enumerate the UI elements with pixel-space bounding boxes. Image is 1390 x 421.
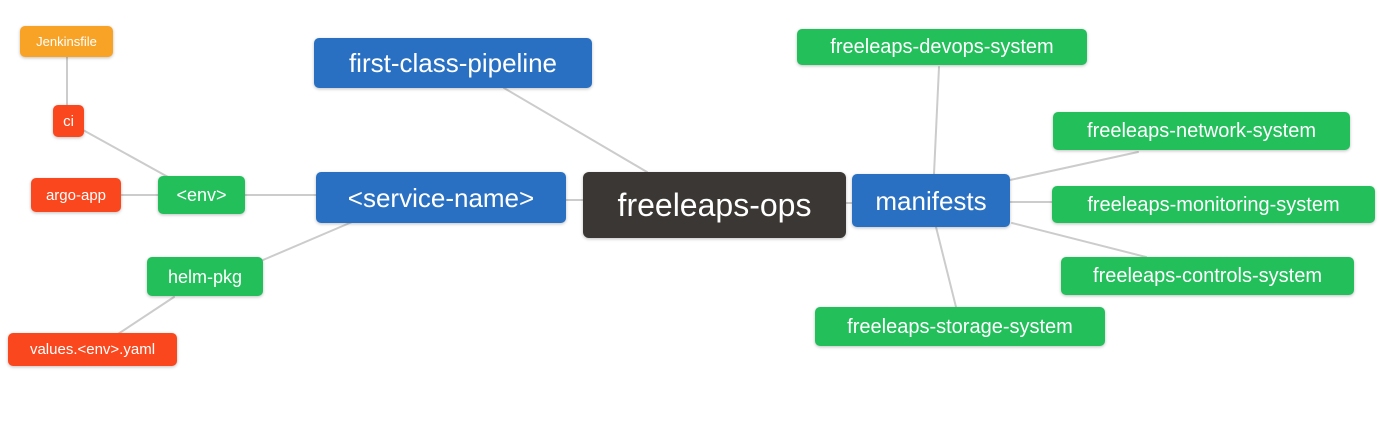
- edge-manifests-devops: [933, 66, 940, 175]
- node-freeleaps-storage-system[interactable]: freeleaps-storage-system: [815, 307, 1105, 346]
- node-freeleaps-network-system[interactable]: freeleaps-network-system: [1053, 112, 1350, 150]
- edge-env-ci: [82, 129, 169, 178]
- node-label: argo-app: [45, 186, 107, 204]
- node-label: freeleaps-ops: [617, 187, 812, 223]
- node-freeleaps-controls-system[interactable]: freeleaps-controls-system: [1061, 257, 1354, 295]
- node-argo-app[interactable]: argo-app: [31, 178, 121, 212]
- node-label: freeleaps-storage-system: [847, 315, 1073, 338]
- node-env[interactable]: <env>: [158, 176, 245, 214]
- node-ci[interactable]: ci: [53, 105, 84, 137]
- edge-manifests-controls: [1011, 222, 1147, 258]
- node-freeleaps-ops-root[interactable]: freeleaps-ops: [583, 172, 846, 238]
- edge-manifests-network: [1009, 151, 1139, 181]
- edge-service-name-helm-pkg: [262, 221, 353, 261]
- node-label: freeleaps-network-system: [1087, 120, 1316, 142]
- node-first-class-pipeline[interactable]: first-class-pipeline: [314, 38, 592, 88]
- node-freeleaps-monitoring-system[interactable]: freeleaps-monitoring-system: [1052, 186, 1375, 223]
- node-helm-pkg[interactable]: helm-pkg: [147, 257, 263, 296]
- edge-ops-first-class-pipeline: [503, 87, 648, 173]
- edge-helm-pkg-values: [117, 296, 175, 335]
- node-label: manifests: [875, 185, 987, 216]
- node-label: <env>: [176, 185, 227, 205]
- node-service-name[interactable]: <service-name>: [316, 172, 566, 223]
- node-label: freeleaps-devops-system: [830, 36, 1054, 58]
- node-manifests[interactable]: manifests: [852, 174, 1010, 227]
- node-label: <service-name>: [347, 182, 535, 213]
- node-values-env-yaml[interactable]: values.<env>.yaml: [8, 333, 177, 366]
- edge-manifests-storage: [935, 226, 957, 308]
- node-label: helm-pkg: [167, 266, 243, 287]
- node-label: values.<env>.yaml: [29, 341, 156, 358]
- node-label: Jenkinsfile: [36, 34, 97, 49]
- node-label: freeleaps-controls-system: [1093, 265, 1322, 287]
- node-label: first-class-pipeline: [348, 48, 558, 78]
- node-label: ci: [63, 112, 74, 130]
- node-jenkinsfile[interactable]: Jenkinsfile: [20, 26, 113, 57]
- node-label: freeleaps-monitoring-system: [1087, 193, 1340, 216]
- node-freeleaps-devops-system[interactable]: freeleaps-devops-system: [797, 29, 1087, 65]
